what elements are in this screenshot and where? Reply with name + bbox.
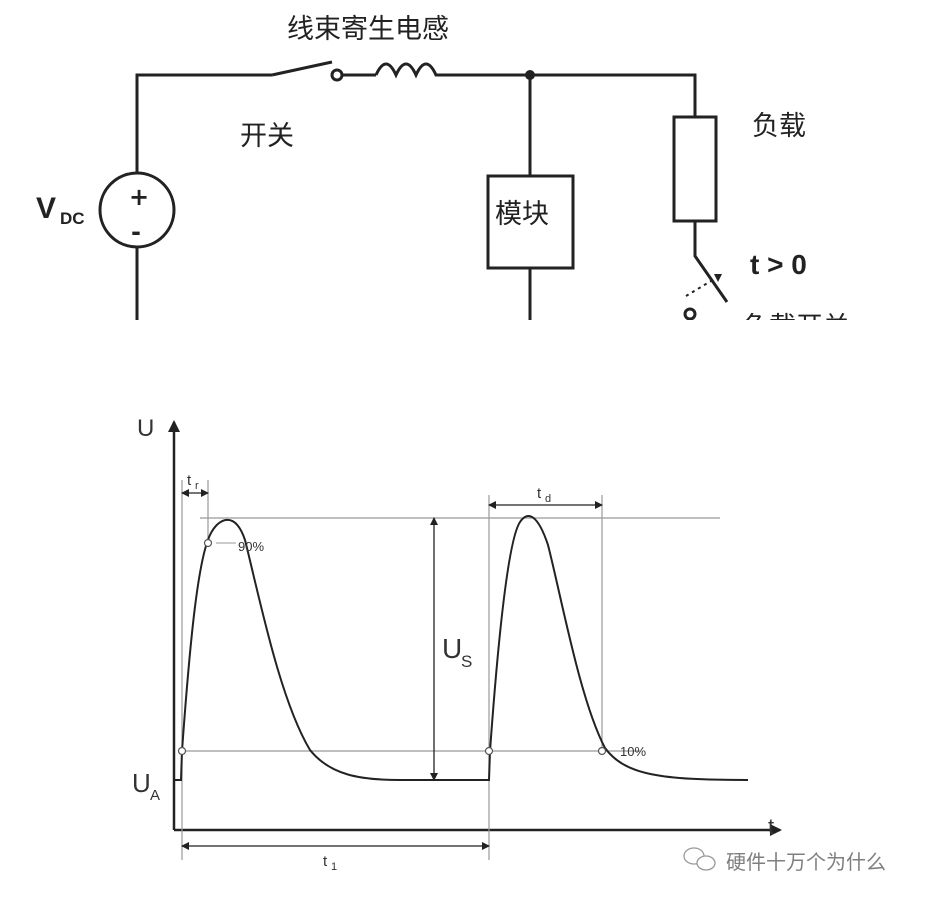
ten-percent-label: 10% bbox=[620, 744, 646, 759]
period-label: t bbox=[323, 853, 328, 870]
load-switch-arrow-icon bbox=[714, 274, 722, 282]
peak-voltage-label: U bbox=[442, 633, 462, 664]
rise-time-sub: r bbox=[195, 480, 199, 492]
load-label: 负载 bbox=[752, 111, 806, 142]
wire-load-down bbox=[693, 221, 729, 303]
circuit: 线束寄生电感 开关 负载 模块 V DC + - t > 0 负载开关 bbox=[36, 14, 850, 343]
junction-dot bbox=[525, 70, 535, 80]
inductor-label: 线束寄生电感 bbox=[287, 14, 449, 45]
watermark-text: 硬件十万个为什么 bbox=[726, 850, 886, 874]
waveform-chart: U t t r t d t 1 U S U A 90% 10% bbox=[132, 415, 782, 873]
x-axis-label: t bbox=[768, 814, 774, 839]
duration-label: t bbox=[537, 485, 542, 502]
period-sub: 1 bbox=[331, 861, 337, 873]
peak-voltage-sub: S bbox=[461, 652, 472, 671]
switch-contact bbox=[330, 68, 344, 82]
load-resistor bbox=[672, 115, 718, 223]
load-switch-dotted bbox=[685, 277, 717, 297]
point-10pct-end bbox=[597, 746, 607, 756]
duration-sub: d bbox=[545, 493, 551, 505]
inductor-icon bbox=[374, 62, 440, 79]
wechat-icon bbox=[683, 847, 716, 871]
source-minus: - bbox=[131, 218, 141, 246]
module-box bbox=[486, 174, 575, 270]
watermark: 硬件十万个为什么 bbox=[683, 847, 886, 874]
point-10pct-p2 bbox=[484, 746, 494, 756]
source-plus: + bbox=[129, 183, 149, 211]
point-10pct-p1 bbox=[177, 746, 187, 756]
ninety-percent-label: 90% bbox=[238, 539, 264, 554]
point-90pct bbox=[203, 538, 213, 548]
module-label: 模块 bbox=[495, 199, 549, 230]
source-label-sub: DC bbox=[60, 209, 85, 228]
y-axis-label: U bbox=[137, 415, 154, 442]
switch-blade bbox=[271, 60, 333, 77]
source-label: V bbox=[36, 192, 56, 225]
load-switch-contact bbox=[683, 307, 697, 320]
source-circle bbox=[98, 171, 176, 249]
load-switch-label: 负载开关 bbox=[742, 312, 850, 343]
wire-left bbox=[135, 73, 272, 320]
base-voltage-sub: A bbox=[150, 787, 160, 804]
switch-label: 开关 bbox=[240, 121, 294, 152]
wire-top-right bbox=[440, 73, 697, 117]
time-condition: t > 0 bbox=[750, 249, 807, 280]
rise-time-label: t bbox=[187, 472, 192, 489]
base-voltage-label: U bbox=[132, 768, 151, 798]
voltage-waveform bbox=[174, 515, 749, 781]
